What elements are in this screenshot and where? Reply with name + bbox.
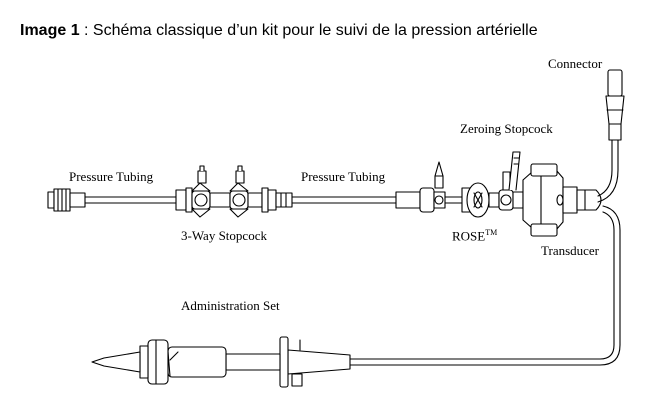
caption-text: : Schéma classique d’un kit pour le suiv… [79, 22, 538, 39]
zeroing-stopcock-label: Zeroing Stopcock [460, 121, 553, 136]
connector-cable [597, 69, 625, 203]
caption-prefix: Image 1 [20, 22, 80, 39]
transducer-label: Transducer [541, 243, 600, 258]
pressure-tubing-left-label: Pressure Tubing [69, 169, 154, 184]
flush-device [395, 161, 446, 213]
connector-label: Connector [548, 56, 603, 71]
zeroing-stopcock [498, 151, 524, 211]
rose-trademark: TM [485, 228, 498, 237]
figure-caption: Image 1 : Schéma classique d’un kit pour… [20, 22, 538, 40]
three-way-stopcock-label: 3-Way Stopcock [181, 228, 267, 243]
pressure-line [84, 196, 463, 204]
iv-tubing [349, 205, 621, 366]
rose-device [461, 182, 500, 218]
administration-set-label: Administration Set [181, 298, 280, 313]
three-way-stopcock [175, 165, 293, 218]
rose-label: ROSETM [452, 228, 498, 244]
transducer [522, 163, 602, 237]
pressure-tubing-right-label: Pressure Tubing [301, 169, 386, 184]
administration-set [91, 336, 351, 388]
luer-connector-left [47, 188, 86, 212]
rose-label-text: ROSE [452, 228, 486, 244]
